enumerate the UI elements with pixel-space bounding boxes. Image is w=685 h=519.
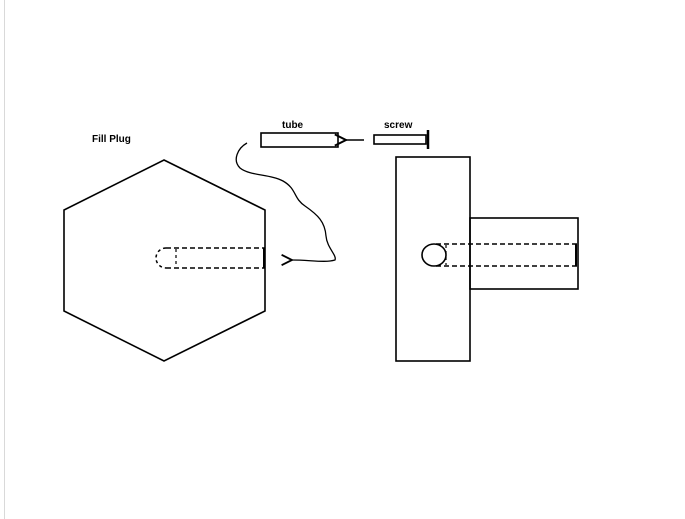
tube-rect xyxy=(260,132,339,148)
bore-hole-circle xyxy=(421,243,447,267)
hexagon-dashed-bore xyxy=(155,247,265,269)
insert-arrow-curve xyxy=(235,142,336,261)
side-protrusion xyxy=(469,217,579,290)
screw-label: screw xyxy=(384,120,413,131)
fill-plug-label: Fill Plug xyxy=(92,134,131,145)
fill-plug-hexagon xyxy=(63,159,266,362)
protrusion-dashed-bore xyxy=(436,243,577,267)
page-edge-line xyxy=(4,0,5,519)
tube-label: tube xyxy=(282,120,304,131)
screw-shape xyxy=(373,130,430,149)
